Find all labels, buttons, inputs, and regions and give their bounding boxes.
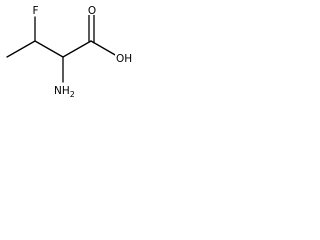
bond-c3-c2 xyxy=(34,40,64,58)
bond-c2-c1 xyxy=(62,40,92,58)
hydroxyl-label: OH xyxy=(116,53,132,65)
bond-c1-oh xyxy=(90,40,118,57)
amine-label-main: NH xyxy=(54,85,70,97)
carbonyl-oxygen-label: O xyxy=(88,5,96,17)
amine-label-subscript: 2 xyxy=(70,90,75,99)
amine-label: NH2 xyxy=(54,85,75,99)
fluorine-label: F xyxy=(32,5,38,17)
structural-formula: F O OH NH2 xyxy=(6,3,137,99)
bond-ch3-c3 xyxy=(6,40,36,58)
